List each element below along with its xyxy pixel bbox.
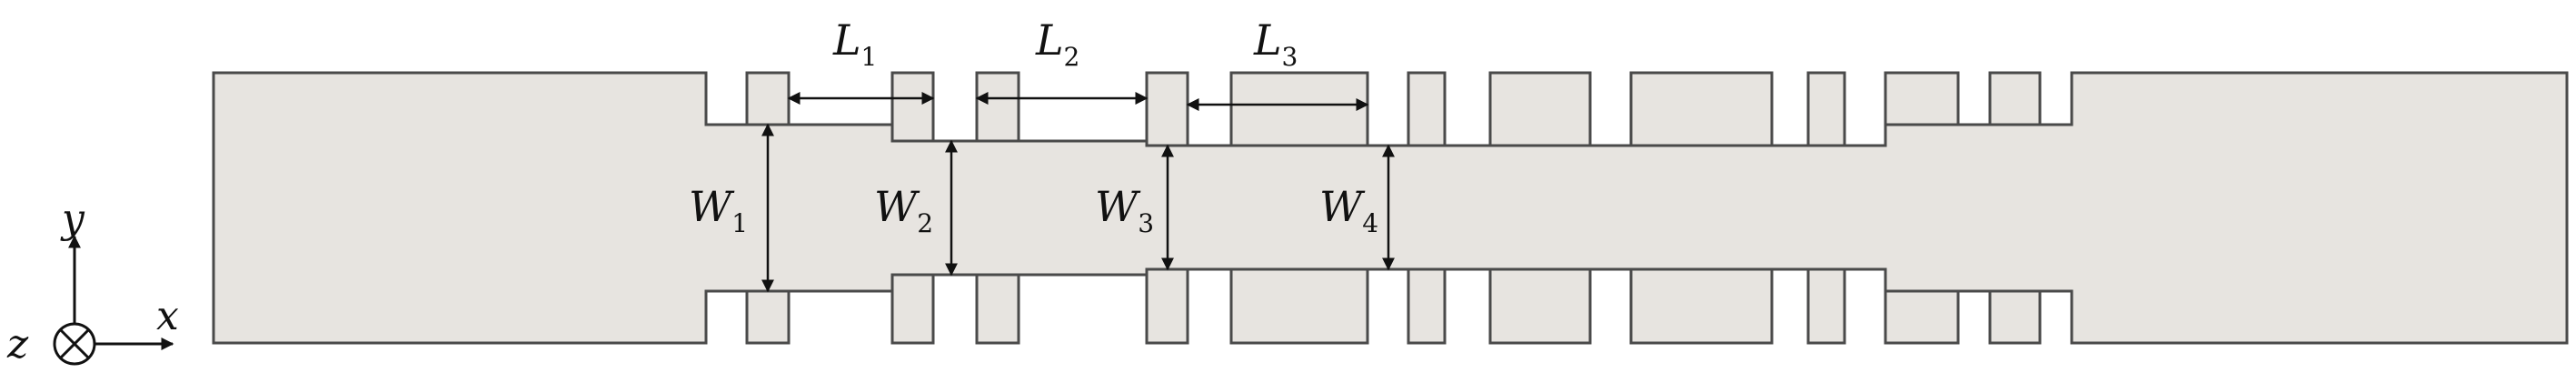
- label-l2: L2: [1035, 15, 1079, 72]
- z-axis-label: z: [6, 321, 29, 368]
- z-cross-b: [59, 328, 90, 359]
- slot-tooth: [1407, 267, 1447, 345]
- slot-tooth: [1145, 267, 1189, 345]
- slot-tooth: [1629, 71, 1774, 147]
- label-l3: L3: [1253, 15, 1298, 72]
- slot-tooth: [1806, 71, 1846, 147]
- y-axis-label: y: [60, 196, 85, 242]
- slot-tooth: [1407, 71, 1447, 147]
- slot-tooth: [1488, 267, 1592, 345]
- slot-tooth: [745, 289, 791, 345]
- label-w1: W1: [689, 182, 748, 238]
- coordinate-axes: y x z: [6, 196, 179, 368]
- slot-tooth: [1145, 71, 1189, 147]
- label-w4: W4: [1319, 182, 1378, 238]
- label-l1: L1: [832, 15, 877, 72]
- label-w3: W3: [1095, 182, 1154, 238]
- slot-tooth: [1806, 267, 1846, 345]
- slot-tooth: [1488, 71, 1592, 147]
- x-axis-label: x: [156, 293, 179, 339]
- slot-tooth: [1988, 289, 2042, 345]
- slot-tooth: [975, 273, 1020, 345]
- slot-tooth: [1988, 71, 2042, 126]
- slot-tooth: [890, 71, 935, 143]
- slot-tooth: [890, 273, 935, 345]
- slot-tooth: [975, 71, 1020, 143]
- label-w2: W2: [874, 182, 933, 238]
- slot-tooth: [1884, 289, 1960, 345]
- slot-tooth: [1229, 267, 1369, 345]
- slot-tooth: [1629, 267, 1774, 345]
- slot-tooth: [1884, 71, 1960, 126]
